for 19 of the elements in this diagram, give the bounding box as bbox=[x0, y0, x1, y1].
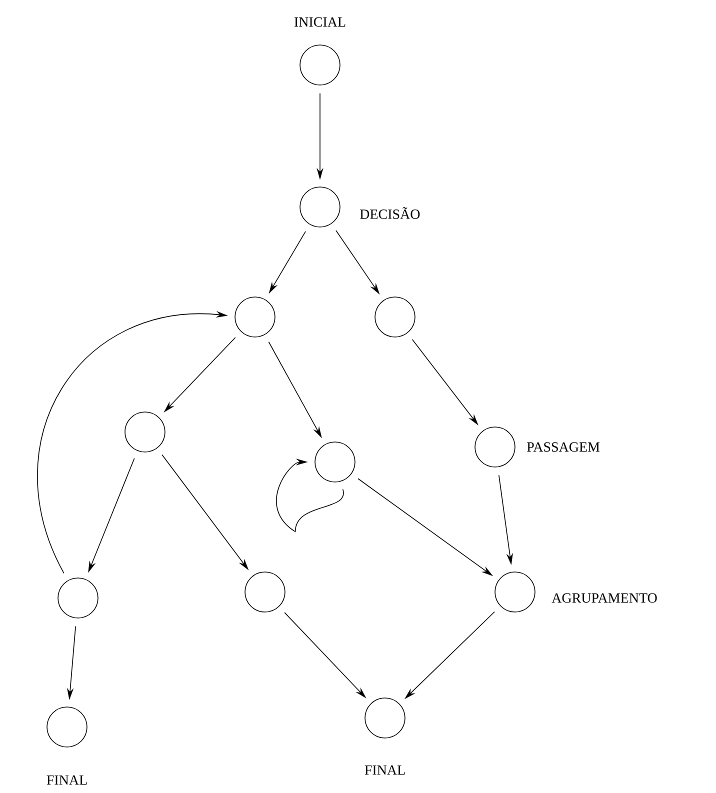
state-circle bbox=[474, 426, 516, 468]
state-circle bbox=[494, 572, 536, 612]
state-circle bbox=[300, 186, 340, 228]
state-circle bbox=[244, 572, 286, 612]
state-label: AGRUPAMENTO bbox=[552, 593, 657, 603]
state-label: FINAL bbox=[364, 765, 405, 775]
state-circle bbox=[374, 296, 416, 338]
state-label: DECISÃO bbox=[360, 207, 420, 219]
state-circle bbox=[234, 296, 276, 338]
state-label: FINAL bbox=[46, 775, 87, 785]
arrow bbox=[276, 458, 344, 532]
state-circle bbox=[58, 578, 98, 618]
state-circle bbox=[314, 442, 356, 482]
state-circle bbox=[364, 698, 406, 738]
state-circle bbox=[46, 706, 88, 748]
state-label: INICIAL bbox=[294, 17, 346, 27]
state-label: PASSAGEM bbox=[527, 442, 600, 452]
state-circle bbox=[300, 44, 340, 86]
state-circle bbox=[124, 412, 166, 452]
